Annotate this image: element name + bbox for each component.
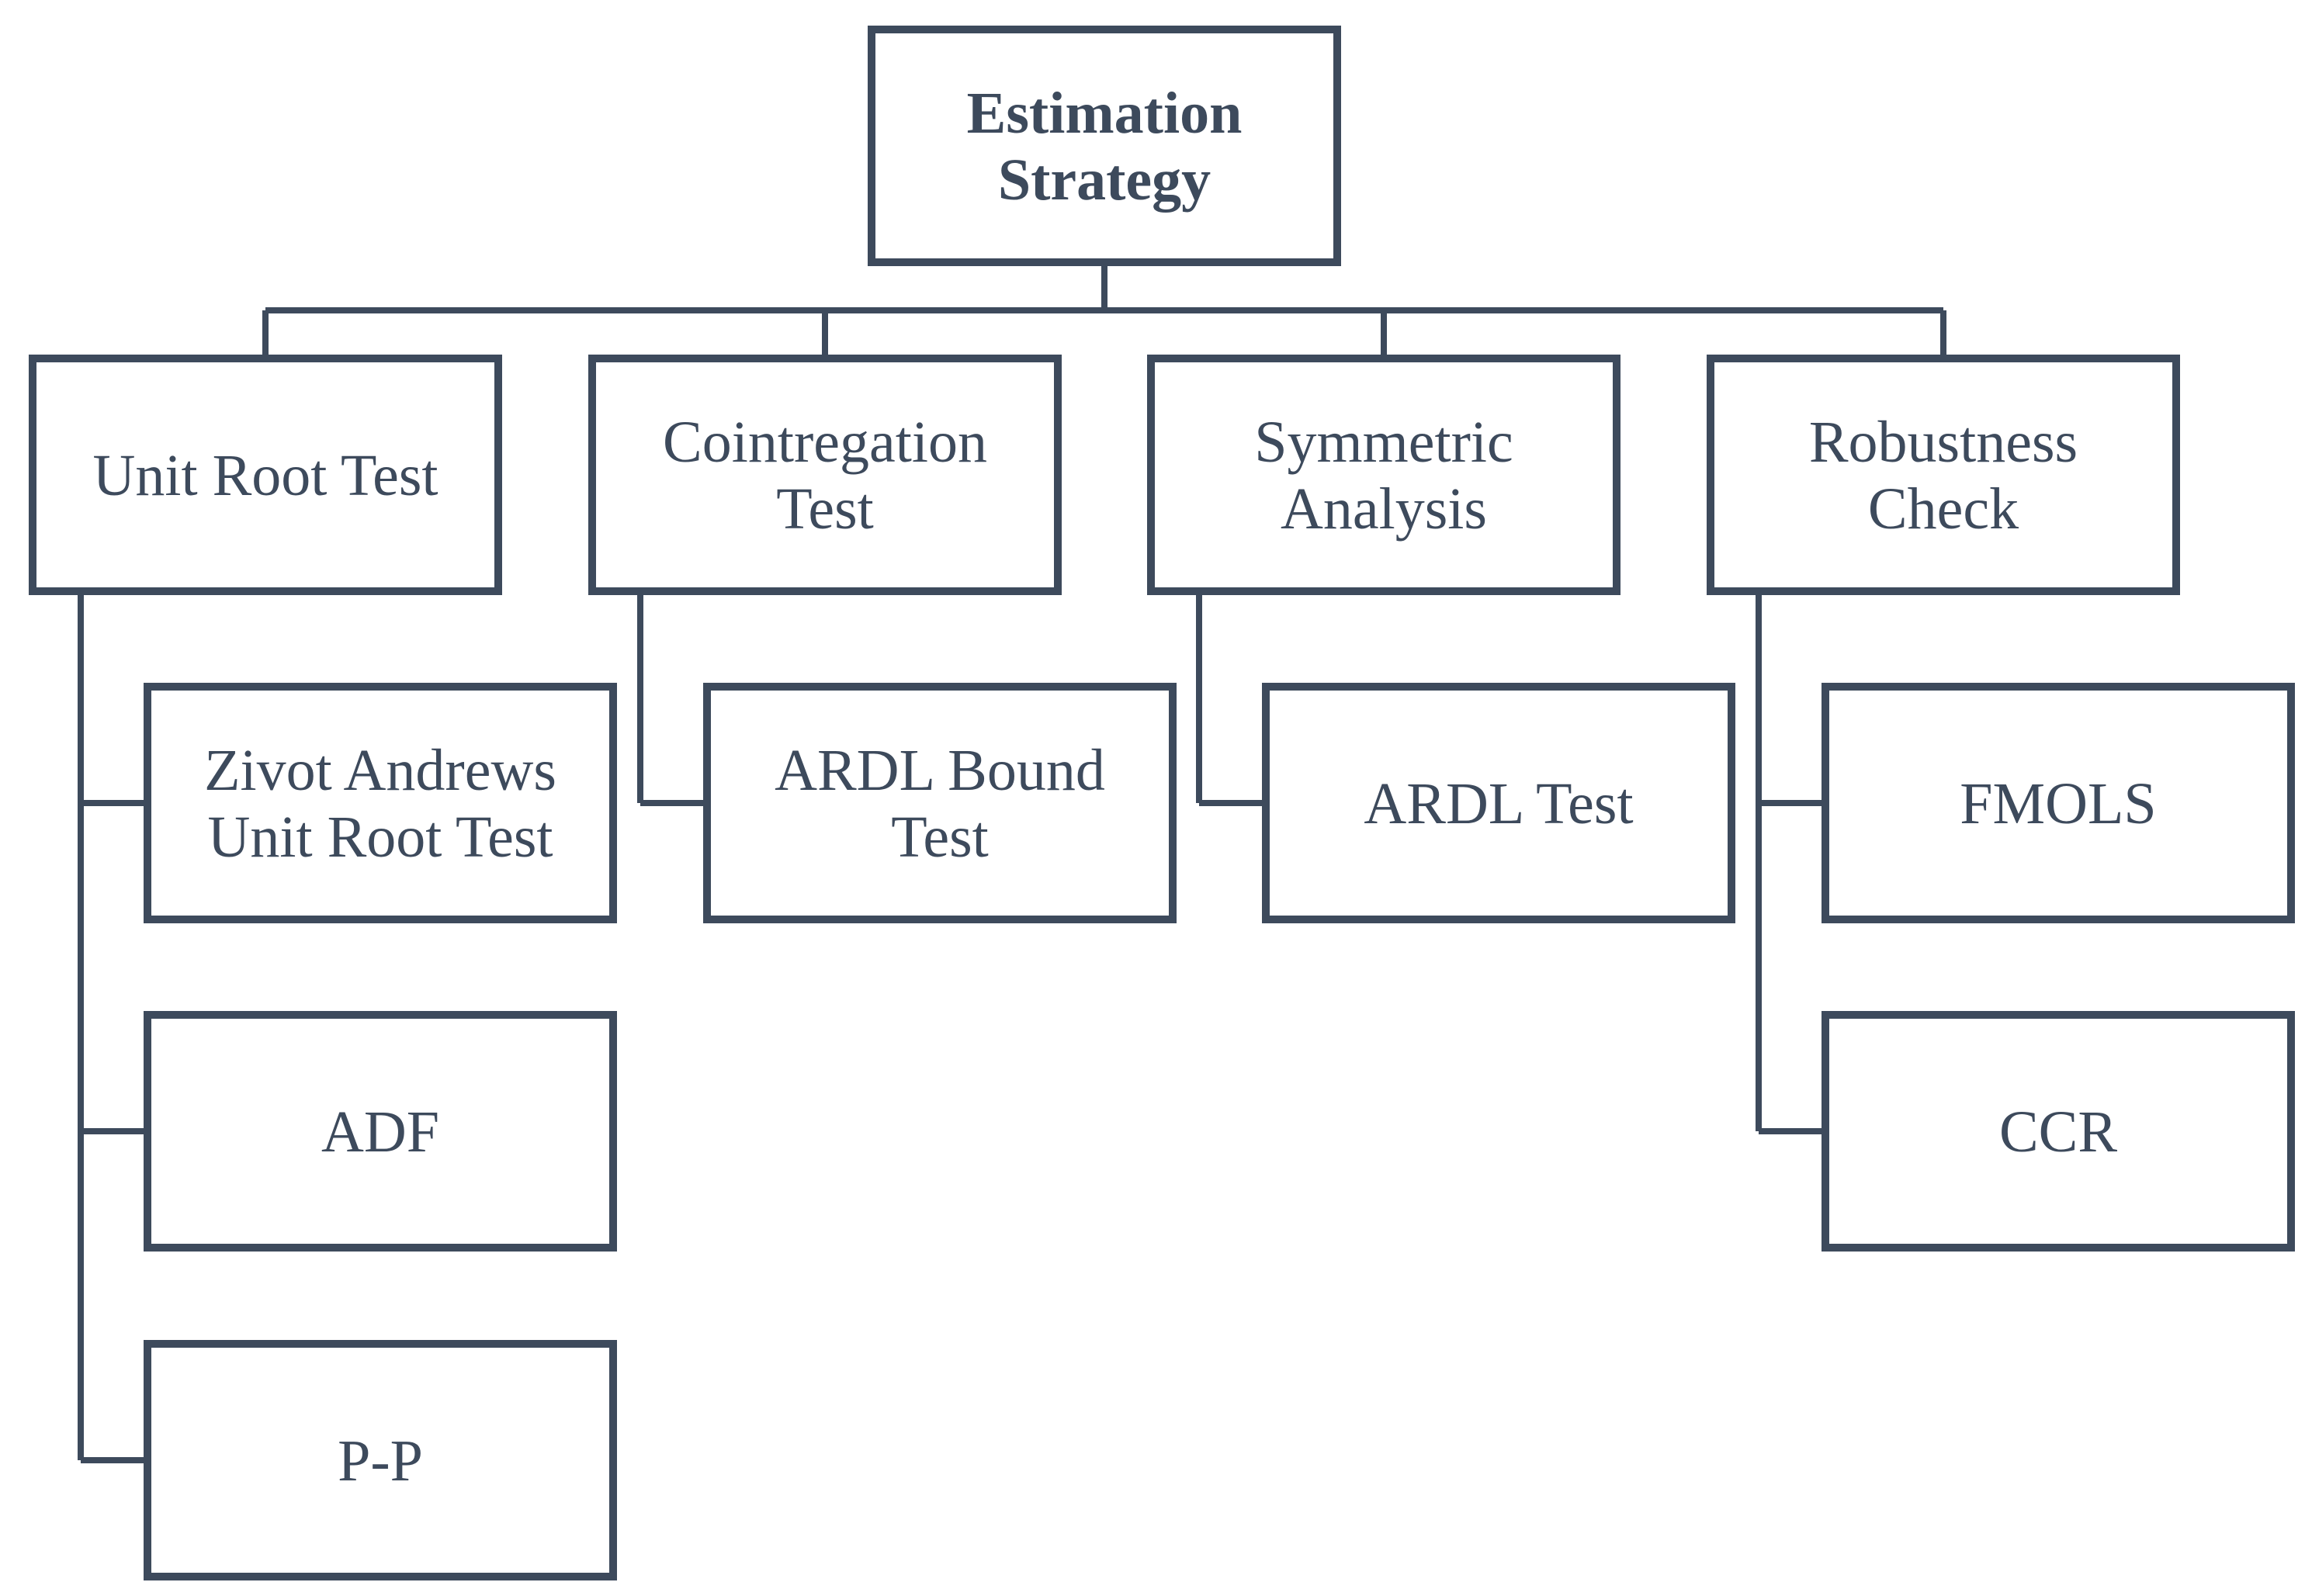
category-symmetric-label-line-2: Analysis xyxy=(1281,476,1487,542)
method-ardl-test-label-line-1: ARDL Test xyxy=(1364,771,1633,836)
method-fmols-label-line-1: FMOLS xyxy=(1960,771,2156,836)
category-unit-root: Unit Root Test xyxy=(29,355,502,595)
method-fmols: FMOLS xyxy=(1822,683,2295,923)
method-ardl-test-border xyxy=(1262,683,1735,923)
method-pp-label-line-1: P-P xyxy=(338,1428,423,1494)
method-ardl-bound-label-line-1: ARDL Bound xyxy=(775,738,1105,803)
method-pp: P-P xyxy=(144,1340,617,1580)
category-cointegration-label-line-2: Test xyxy=(776,476,874,542)
category-symmetric-border xyxy=(1147,355,1620,595)
category-symmetric-label-line-1: Symmetric xyxy=(1254,410,1513,475)
method-ccr: CCR xyxy=(1822,1011,2295,1252)
method-ccr-label-line-1: CCR xyxy=(1999,1099,2117,1165)
root-node-label-line-1: Estimation xyxy=(967,81,1243,146)
method-ardl-test: ARDL Test xyxy=(1262,683,1735,923)
category-robustness-label-line-1: Robustness xyxy=(1809,410,2078,475)
method-adf-border xyxy=(144,1011,617,1252)
connectors xyxy=(78,262,1946,1463)
category-cointegration-border xyxy=(588,355,1062,595)
method-zivot-border xyxy=(144,683,617,923)
method-ardl-bound-label-line-2: Test xyxy=(891,805,989,870)
method-zivot-label-line-1: Zivot Andrews xyxy=(204,738,556,803)
method-pp-border xyxy=(144,1340,617,1580)
method-ccr-border xyxy=(1822,1011,2295,1252)
method-fmols-border xyxy=(1822,683,2295,923)
category-unit-root-label-line-1: Unit Root Test xyxy=(92,443,438,508)
method-ardl-bound-border xyxy=(703,683,1177,923)
root-node-label-line-2: Strategy xyxy=(998,147,1211,213)
category-robustness-label-line-2: Check xyxy=(1868,476,2019,542)
category-unit-root-border xyxy=(29,355,502,595)
root-node-border xyxy=(868,26,1341,266)
category-robustness-border xyxy=(1707,355,2180,595)
category-cointegration-label-line-1: Cointregation xyxy=(663,410,987,475)
method-adf-label-line-1: ADF xyxy=(321,1099,439,1165)
method-zivot-label-line-2: Unit Root Test xyxy=(207,805,553,870)
method-adf: ADF xyxy=(144,1011,617,1252)
